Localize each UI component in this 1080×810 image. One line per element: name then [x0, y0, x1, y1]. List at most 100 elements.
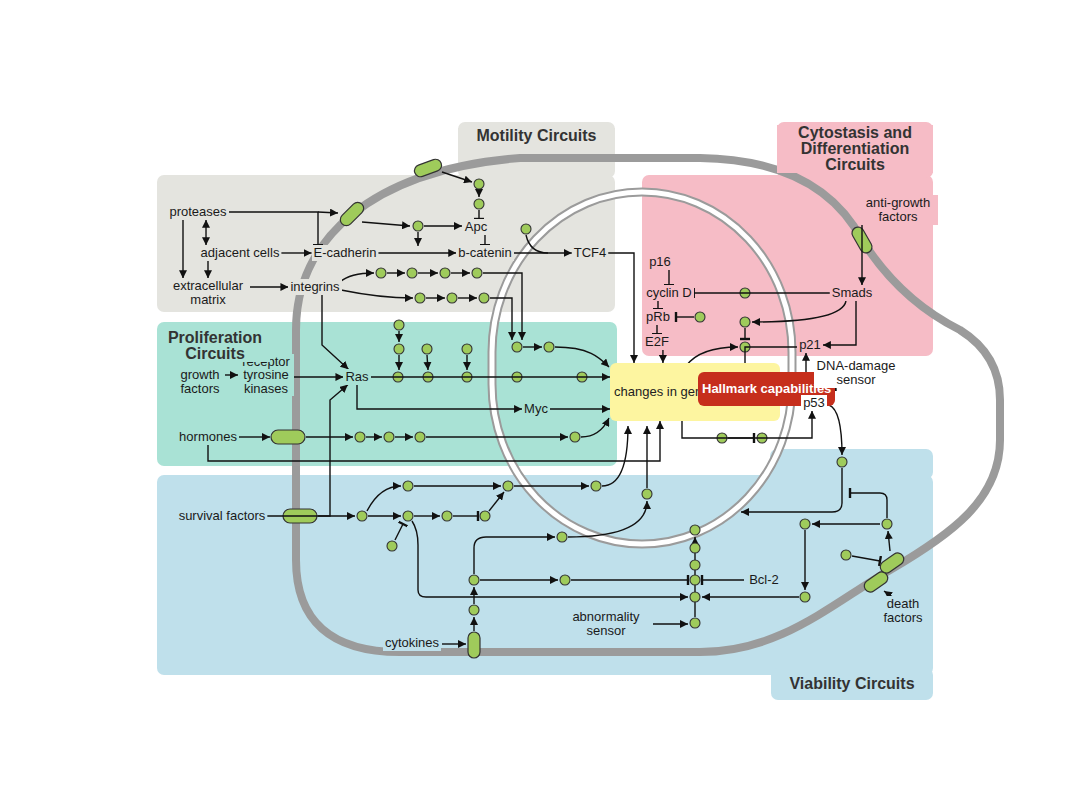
receptor-symbol: [338, 200, 366, 228]
molecule-node: Bcl-2: [747, 572, 781, 588]
signal-dot: [387, 541, 397, 551]
pathway-line: [741, 468, 842, 512]
signal-dot: [503, 481, 513, 491]
pathway-line: [829, 405, 842, 455]
pathway-line: [366, 436, 382, 437]
pathway-line: [653, 623, 688, 624]
signal-dot: [357, 511, 367, 521]
pathway-line: [646, 426, 647, 488]
signal-dot: [469, 605, 479, 615]
molecule-name: b-catenin: [458, 246, 511, 260]
signal-dot: [841, 550, 851, 560]
signal-dot: [355, 432, 365, 442]
pathway-line: [555, 347, 609, 367]
pathway-connector: [805, 353, 806, 395]
signal-dot: [740, 288, 750, 298]
molecule-node: integrins: [288, 279, 341, 295]
pathway-connector: [682, 411, 812, 438]
signal-dot: [447, 293, 457, 303]
pathway-line: [744, 328, 745, 339]
signal-dot: [440, 268, 450, 278]
pathway-line: [318, 212, 338, 213]
signal-dot: [469, 575, 479, 585]
signal-dot: [422, 344, 432, 354]
molecule-node: extracellular matrix: [166, 278, 250, 307]
sensor-label: DNA-damage sensor: [816, 359, 896, 386]
pathway-connector: [250, 286, 288, 287]
pathway-line: [752, 301, 846, 322]
signal-dot: [690, 575, 700, 585]
molecule-name: extracellular matrix: [168, 279, 248, 306]
signal-dot: [577, 372, 587, 382]
signal-dot: [462, 372, 472, 382]
pathway-line: [490, 298, 512, 340]
molecule-name: proteases: [169, 205, 226, 219]
pathway-connector: [225, 374, 238, 375]
molecule-name: growth factors: [177, 368, 223, 395]
pathway-line: [451, 272, 470, 273]
signal-dot: [544, 342, 554, 352]
pathway-line: [418, 272, 438, 273]
pathway-line: [458, 297, 477, 298]
signal-dot: [393, 372, 403, 382]
panel-heading: Cytostasis and Differentiation Circuits: [777, 125, 933, 173]
pathway-line: [478, 210, 479, 219]
pathway-line: [341, 290, 413, 298]
pathway-line: [489, 492, 504, 511]
signal-dot: [591, 481, 601, 491]
molecule-node: p16: [647, 254, 673, 270]
pathway-line: [474, 537, 555, 574]
pathway-line: [238, 172, 897, 644]
molecule-name: cytokines: [385, 636, 439, 650]
box-text: Hallmark capabilities: [702, 382, 831, 396]
pathway-line: [571, 579, 688, 580]
signal-dot: [570, 432, 580, 442]
molecule-node: Apc: [463, 219, 489, 235]
pathway-connector: [657, 301, 658, 309]
pathway-line: [306, 436, 353, 437]
signal-dot: [882, 519, 892, 529]
signal-dot: [394, 320, 404, 330]
signal-dot: [690, 618, 700, 628]
molecule-name: p16: [649, 255, 671, 269]
receptor-symbol: [862, 570, 890, 595]
signal-dot: [642, 489, 652, 499]
pathway-line: [426, 436, 568, 437]
signal-dot: [415, 293, 425, 303]
panel-heading: Motility Circuits: [458, 128, 615, 144]
panel-heading-box: Proliferation Circuits: [160, 330, 270, 362]
signal-dot: [480, 511, 490, 521]
molecule-name: E-cadherin: [314, 246, 377, 260]
signal-dot: [407, 268, 417, 278]
pathway-line: [581, 418, 609, 437]
signal-dot: [740, 317, 750, 327]
signal-dot: [403, 511, 413, 521]
panel-heading: Proliferation Circuits: [160, 330, 270, 362]
pathway-line: [812, 523, 880, 524]
signal-dot: [512, 372, 522, 382]
pathway-line: [686, 347, 738, 366]
pathway-connector: [780, 386, 835, 388]
pathway-connector: [656, 325, 657, 334]
pathway-connector: [378, 252, 456, 253]
molecule-name: Apc: [465, 220, 487, 234]
pathway-line: [395, 524, 403, 540]
panel-heading-box: Viability Circuits: [771, 676, 933, 692]
circuit-panel: anti-growth factorsp16cyclin DSmadspRbE2…: [642, 175, 933, 356]
signal-dot: [800, 592, 810, 602]
pathway-connector: [484, 235, 485, 245]
circuit-panel: proteasesadjacent cellsE-cadherinextrace…: [157, 175, 615, 312]
pathway-line: [480, 579, 558, 580]
receptor-symbol: [468, 632, 480, 658]
molecule-node: anti-growth factors: [858, 195, 938, 224]
pathway-line: [676, 316, 694, 317]
pathway-line: [884, 591, 897, 600]
pathway-line: [514, 485, 589, 486]
pathway-connector: [662, 350, 663, 363]
signal-dot: [695, 312, 705, 322]
pathway-line: [238, 436, 270, 437]
molecule-node: p53: [801, 395, 827, 411]
molecule-name: Myc: [524, 402, 548, 416]
pathway-line: [526, 235, 548, 253]
